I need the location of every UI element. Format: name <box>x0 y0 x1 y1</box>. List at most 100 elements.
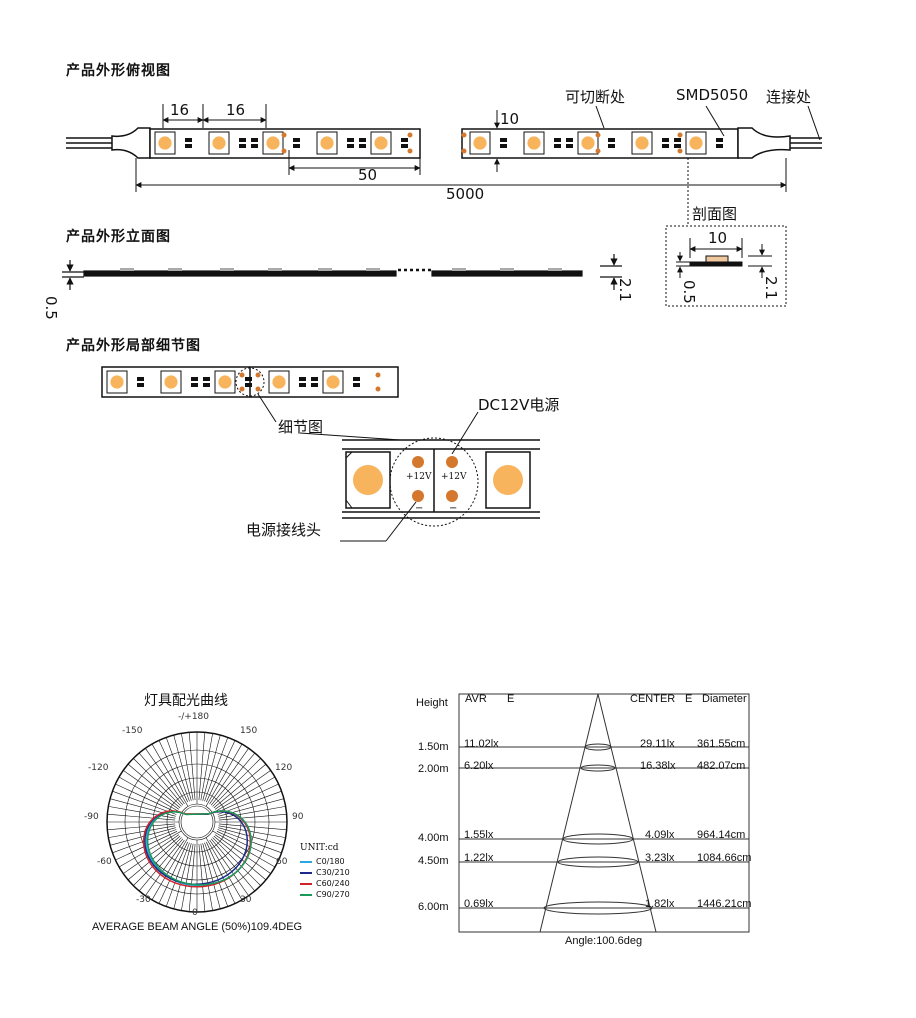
legend-swatch <box>300 893 312 896</box>
resistor <box>353 377 360 387</box>
side-view-strip <box>62 254 622 290</box>
led-chip <box>214 370 236 394</box>
side-chip <box>220 268 234 271</box>
detail-enlarged-leds <box>345 451 531 509</box>
polar-angle-label: 30 <box>240 895 252 905</box>
table-cell-h: 2.00m <box>418 763 449 775</box>
dim-16-b: 16 <box>226 101 246 119</box>
polar-angle-label: -90 <box>84 812 99 822</box>
table-header-avr: AVR <box>465 693 487 705</box>
polar-angle-label: 0 <box>192 908 198 918</box>
table-cell-dia: 964.14cm <box>697 829 746 841</box>
polar-unit: UNIT:cd <box>300 843 339 853</box>
dim-5000: 5000 <box>446 185 485 203</box>
resistor <box>500 138 507 148</box>
led-chip <box>262 131 284 155</box>
side-chip <box>120 268 134 271</box>
polar-curve <box>146 810 253 886</box>
legend-label: C60/240 <box>316 879 350 888</box>
led-chip <box>322 370 344 394</box>
table-cell-center: 29.11lx <box>640 738 675 750</box>
dim-section-0.5: 0.5 <box>680 280 698 304</box>
led-chip <box>154 131 176 155</box>
table-cell-center: 3.23lx <box>645 852 675 864</box>
dim-section-10: 10 <box>708 229 728 247</box>
legend-swatch <box>300 882 312 885</box>
table-cell-dia: 361.55cm <box>697 738 746 750</box>
dim-side-0.5: 0.5 <box>42 296 60 320</box>
solder-pad <box>461 132 467 138</box>
label-minus-right: − <box>449 503 458 514</box>
top-view-leds <box>154 131 723 155</box>
side-chip <box>366 268 380 271</box>
table-cell-dia: 1446.21cm <box>697 898 752 910</box>
led-chip <box>685 131 707 155</box>
solder-pad <box>677 132 683 138</box>
label-section-view: 剖面图 <box>692 205 738 223</box>
dim-side-2.1: 2.1 <box>616 278 634 302</box>
label-plus-12v-left: +12V <box>406 472 432 482</box>
led-chip <box>106 370 128 394</box>
polar-caption: AVERAGE BEAM ANGLE (50%)109.4DEG <box>92 921 303 933</box>
dim-16-a: 16 <box>170 101 190 119</box>
solder-pad <box>281 132 287 138</box>
led-chip <box>370 131 392 155</box>
resistor <box>137 377 144 387</box>
solder-pad <box>375 386 381 392</box>
dim-50: 50 <box>358 166 378 184</box>
legend-item: C0/180 <box>300 857 345 866</box>
led-chip <box>268 370 290 394</box>
led-chip <box>523 131 545 155</box>
label-smd5050: SMD5050 <box>676 86 749 104</box>
resistor <box>185 138 192 148</box>
polar-angle-label: 60 <box>276 857 288 867</box>
table-cell-h: 1.50m <box>418 741 449 753</box>
table-header-center: CENTER <box>630 693 676 705</box>
polar-angle-label: -30 <box>136 895 151 905</box>
polar-angle-label: 150 <box>240 726 258 736</box>
label-minus-left: − <box>415 503 424 514</box>
dim-10: 10 <box>500 110 520 128</box>
table-header-height: Height <box>416 697 448 709</box>
table-cell-avr: 1.22lx <box>464 852 494 864</box>
led-chip <box>469 131 491 155</box>
resistor <box>239 138 258 148</box>
section-title-top-view: 产品外形俯视图 <box>66 63 171 79</box>
section-title-side-view: 产品外形立面图 <box>66 229 171 245</box>
solder-pad <box>281 148 287 154</box>
side-chip <box>452 268 466 271</box>
table-cell-h: 4.50m <box>418 855 449 867</box>
legend-label: C0/180 <box>316 857 345 866</box>
section-title-detail-view: 产品外形局部细节图 <box>66 338 201 354</box>
legend-label: C30/210 <box>316 868 350 877</box>
table-cell-avr: 1.55lx <box>464 829 494 841</box>
solder-pad <box>595 148 601 154</box>
side-chip <box>500 268 514 271</box>
table-header-diameter: Diameter <box>702 693 747 705</box>
section-box <box>665 225 787 307</box>
table-cell-avr: 11.02lx <box>464 738 499 750</box>
label-plus-12v-right: +12V <box>441 472 467 482</box>
solder-pad <box>595 132 601 138</box>
legend-item: C60/240 <box>300 879 350 888</box>
side-chip <box>548 268 562 271</box>
resistor <box>293 138 300 148</box>
polar-angle-label: -60 <box>97 857 112 867</box>
polar-angle-label: -120 <box>88 763 109 773</box>
legend-item: C90/270 <box>300 890 350 899</box>
table-cell-center: 16.38lx <box>640 760 676 772</box>
led-chip <box>631 131 653 155</box>
polar-angle-label: -150 <box>122 726 143 736</box>
solder-pad <box>239 372 245 378</box>
solder-pad <box>255 372 261 378</box>
resistor <box>608 138 615 148</box>
label-power-joint: 电源接线头 <box>246 521 322 539</box>
label-cut-point: 可切断处 <box>565 88 626 106</box>
polar-curve <box>142 810 252 888</box>
polar-diagram <box>106 731 288 913</box>
resistor <box>347 138 366 148</box>
table-cell-dia: 1084.66cm <box>697 852 752 864</box>
led-chip <box>577 131 599 155</box>
led-chip <box>208 131 230 155</box>
